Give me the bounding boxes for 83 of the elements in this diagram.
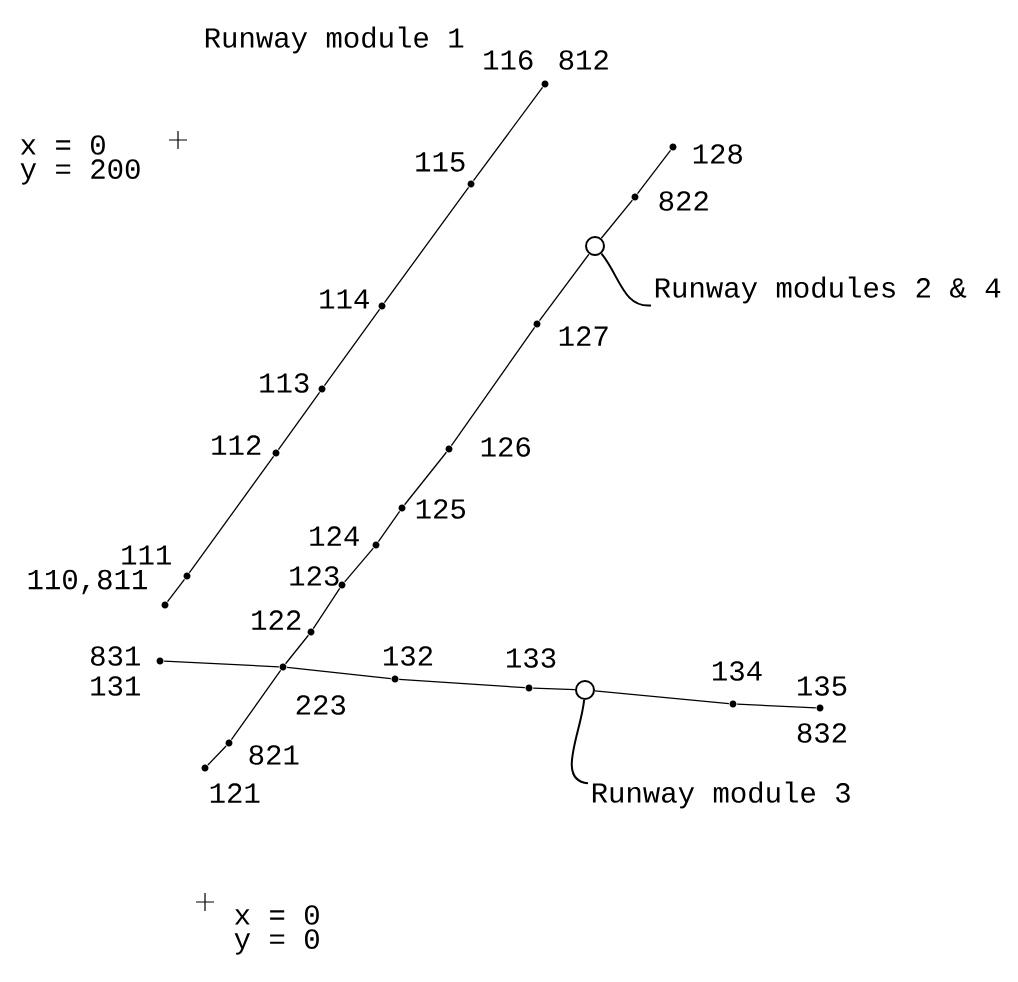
runway-line (163, 660, 280, 668)
point-label: 134 (713, 661, 762, 681)
runway-line (403, 451, 448, 506)
point-label: 831 (91, 646, 140, 666)
runway-line (277, 391, 321, 451)
text-label: x = 0 (21, 135, 105, 155)
runway-line (636, 149, 672, 195)
runway-line (538, 253, 590, 322)
survey-point (272, 449, 280, 457)
text-label: x = 0 (235, 905, 319, 925)
point-label: 128 (693, 144, 742, 164)
point-label: 812 (559, 50, 608, 70)
survey-point (372, 541, 380, 549)
point-label: 125 (416, 499, 465, 519)
survey-point (525, 684, 533, 692)
point-label: 832 (797, 723, 847, 743)
runway-line (344, 547, 374, 583)
point-label: 123 (290, 566, 339, 586)
runway-line (736, 703, 817, 709)
runway-line (383, 186, 470, 304)
survey-point (338, 581, 346, 589)
point-label: 132 (384, 646, 433, 666)
leader-line (570, 698, 589, 785)
runway-line (450, 326, 536, 447)
point-label: 133 (507, 648, 556, 668)
survey-point (378, 302, 386, 310)
point-label: 115 (416, 152, 465, 172)
point-label: 126 (481, 437, 530, 457)
point-label: 116 (484, 50, 533, 70)
callout-text: Runway modules 2 & 4 (655, 276, 1001, 304)
runway-line (532, 687, 576, 691)
survey-point (156, 657, 164, 665)
runway-line (594, 690, 730, 705)
survey-point (669, 143, 677, 151)
runway-line (286, 666, 392, 680)
runway-line (472, 86, 544, 182)
runway-line (166, 578, 186, 603)
runway-line (188, 455, 275, 574)
point-label: 127 (559, 326, 608, 346)
text-label: y = 0 (234, 929, 319, 955)
survey-point (307, 628, 315, 636)
survey-point (279, 663, 287, 671)
point-label: 822 (659, 191, 708, 211)
text-label: Runway module 1 (205, 26, 464, 54)
survey-point (318, 385, 326, 393)
runway-line (230, 669, 282, 741)
survey-point (391, 675, 399, 683)
point-label: 110,811 (28, 569, 147, 595)
circle-marker (585, 236, 605, 256)
point-label: 121 (210, 783, 260, 803)
survey-point (533, 320, 541, 328)
point-label: 135 (798, 676, 847, 696)
text-label: y = 200 (20, 159, 140, 185)
survey-point (183, 572, 191, 580)
runway-line (398, 678, 526, 689)
survey-point (816, 704, 824, 712)
circle-marker (575, 680, 595, 700)
survey-point (541, 80, 549, 88)
point-label: 223 (296, 695, 345, 715)
point-label: 122 (252, 610, 301, 630)
survey-point (467, 180, 475, 188)
survey-point (445, 445, 453, 453)
runway-line (284, 634, 310, 665)
runway-line (377, 510, 401, 543)
survey-point (398, 504, 406, 512)
survey-point (729, 700, 737, 708)
point-label: 124 (310, 526, 359, 546)
point-label: 111 (122, 545, 171, 565)
point-label: 113 (260, 373, 309, 393)
runway-line (323, 308, 381, 387)
survey-point (201, 764, 209, 772)
runway-line (600, 199, 634, 239)
runway-line (312, 587, 341, 630)
survey-point (631, 193, 639, 201)
runway-line (207, 745, 227, 766)
leader-line (600, 252, 652, 307)
callout-text: Runway module 3 (592, 781, 850, 809)
point-label: 131 (91, 676, 140, 696)
point-label: 112 (212, 435, 261, 455)
point-label: 821 (249, 745, 299, 765)
point-label: 114 (320, 289, 369, 309)
survey-point (161, 601, 169, 609)
survey-point (225, 739, 233, 747)
